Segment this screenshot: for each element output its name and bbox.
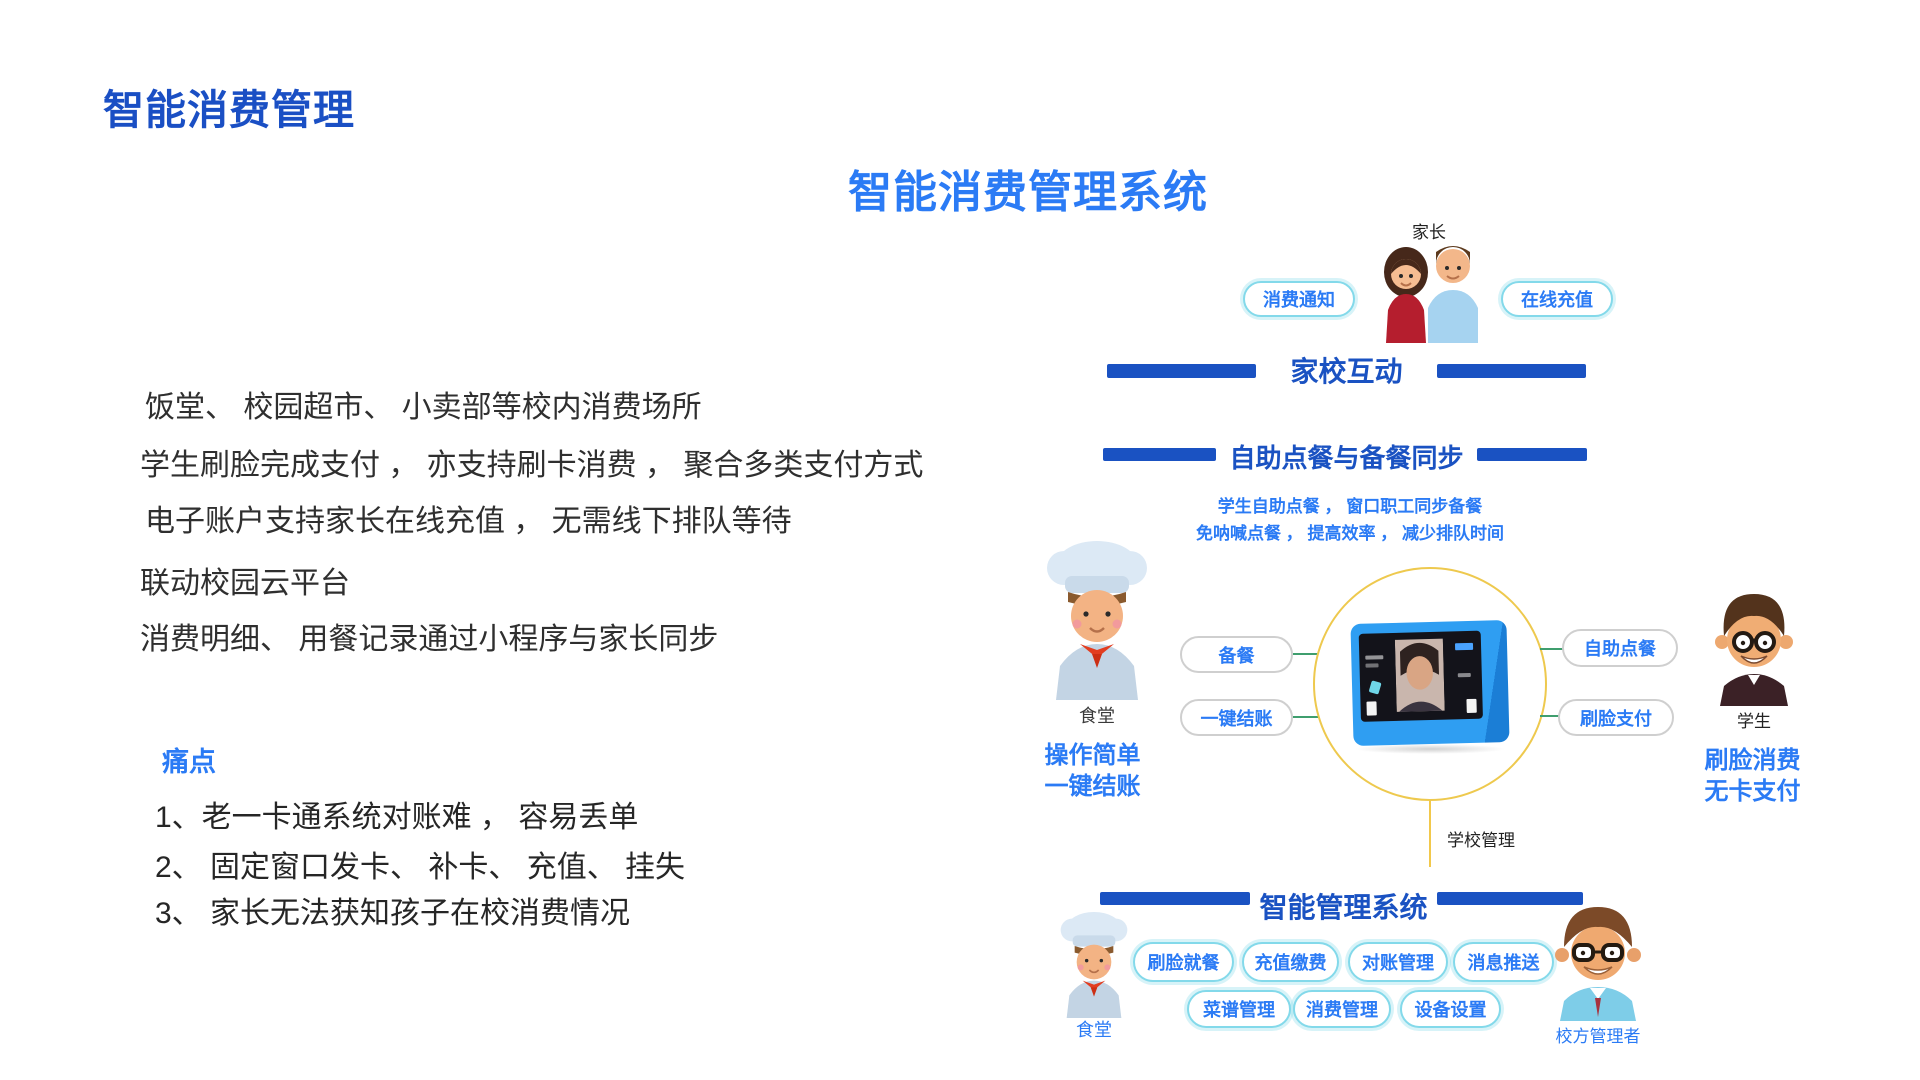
bottom-canteen-label: 食堂 (1076, 1020, 1112, 1040)
connector-line (1540, 715, 1560, 717)
parents-illustration (1384, 246, 1478, 343)
student-illustration (1715, 594, 1793, 706)
manager-illustration (1555, 907, 1641, 1021)
diagram-title: 智能消费管理系统 (848, 168, 1208, 217)
reconciliation-pill: 对账管理 (1348, 942, 1448, 982)
terminal-screen (1358, 630, 1483, 722)
prepare-meal-pill: 备餐 (1180, 636, 1293, 673)
pain-item-1: 1、老一卡通系统对账难 ， 容易丢单 (155, 801, 639, 834)
intro-line-2: 学生刷脸完成支付 ， 亦支持刷卡消费 ， 聚合多类支付方式 (140, 449, 924, 482)
parents-label: 家长 (1412, 223, 1446, 242)
intro-line-1: 饭堂、 校园超市、 小卖部等校内消费场所 (145, 391, 702, 424)
terminal-shadow (1355, 744, 1505, 754)
self-order-pill: 自助点餐 (1562, 629, 1678, 667)
payment-terminal-illustration (1350, 619, 1510, 747)
ordering-desc-2: 免呐喊点餐 ， 提高效率 ， 减少排队时间 (1196, 524, 1504, 543)
page-title: 智能消费管理 (103, 87, 355, 133)
menu-management-pill: 菜谱管理 (1187, 990, 1291, 1028)
platform-line-2: 消费明细、 用餐记录通过小程序与家长同步 (140, 623, 719, 656)
connector-line (1293, 653, 1319, 655)
management-bar-left (1100, 892, 1250, 905)
pain-item-2: 2、 固定窗口发卡、 补卡、 充值、 挂失 (155, 851, 686, 884)
home-school-title: 家校互动 (1290, 356, 1403, 387)
management-title: 智能管理系统 (1259, 892, 1428, 923)
recharge-payment-pill: 充值缴费 (1242, 942, 1339, 982)
canteen-benefit-1: 操作简单 (1044, 742, 1141, 769)
student-benefit-2: 无卡支付 (1704, 778, 1801, 805)
home-school-bar-left (1107, 364, 1256, 378)
management-bar-right (1437, 892, 1583, 905)
face-dining-pill: 刷脸就餐 (1133, 942, 1234, 982)
school-management-label: 学校管理 (1447, 831, 1515, 850)
manager-label: 校方管理者 (1555, 1027, 1641, 1046)
notify-pill: 消费通知 (1243, 281, 1355, 317)
recharge-pill: 在线充值 (1501, 281, 1613, 317)
student-label: 学生 (1737, 712, 1771, 731)
intro-line-3: 电子账户支持家长在线充值 ， 无需线下排队等待 (145, 505, 792, 538)
pain-points-title: 痛点 (162, 747, 216, 777)
message-push-pill: 消息推送 (1453, 942, 1554, 982)
device-settings-pill: 设备设置 (1400, 990, 1501, 1028)
one-key-checkout-pill: 一键结账 (1180, 699, 1293, 736)
school-connector-line (1429, 801, 1431, 867)
platform-line-1: 联动校园云平台 (140, 567, 350, 600)
pain-item-3: 3、 家长无法获知孩子在校消费情况 (155, 897, 631, 930)
connector-line (1293, 716, 1319, 718)
chef-illustration (1047, 541, 1147, 700)
ordering-bar-left (1103, 448, 1216, 461)
consumption-management-pill: 消费管理 (1293, 990, 1391, 1028)
ordering-desc-1: 学生自助点餐 ， 窗口职工同步备餐 (1217, 497, 1483, 516)
canteen-label: 食堂 (1079, 706, 1115, 726)
canteen-benefit-2: 一键结账 (1044, 773, 1141, 800)
connector-line (1540, 648, 1564, 650)
ordering-bar-right (1477, 448, 1587, 461)
canteen-chef-illustration (1060, 912, 1128, 1018)
home-school-bar-right (1437, 364, 1586, 378)
ordering-title: 自助点餐与备餐同步 (1229, 443, 1464, 473)
student-benefit-1: 刷脸消费 (1704, 747, 1801, 774)
face-pay-pill: 刷脸支付 (1558, 699, 1674, 736)
